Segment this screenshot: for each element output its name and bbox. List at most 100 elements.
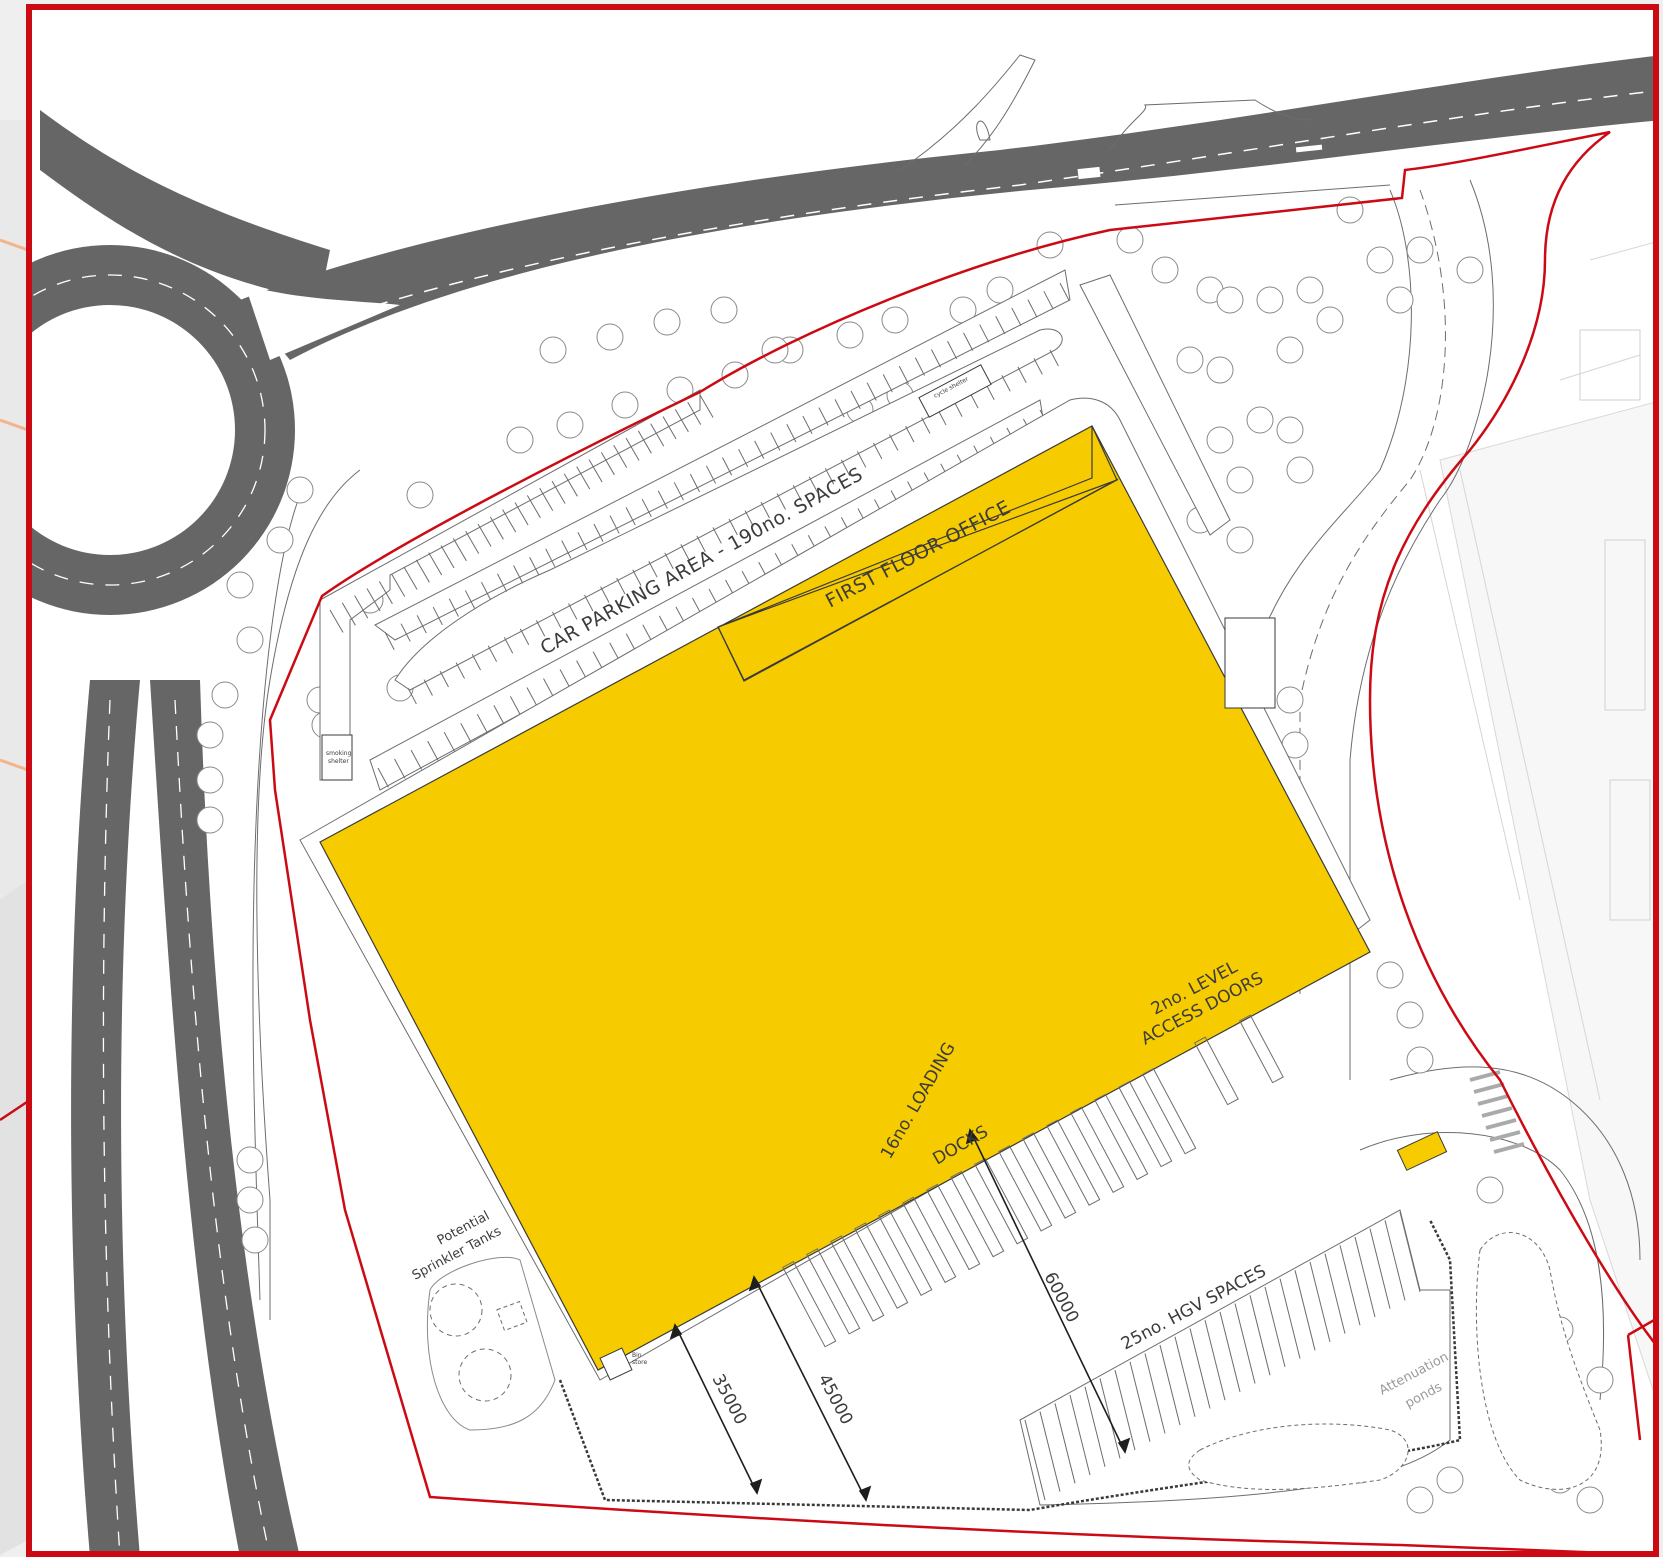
right-context-area [1439, 401, 1655, 1398]
parking-bay-line [377, 767, 389, 788]
loading-docks [782, 1014, 1284, 1348]
parking-bay-line [786, 424, 797, 443]
parking-bay-line [526, 495, 541, 519]
tree [1216, 286, 1244, 314]
hgv-space-line [1339, 1245, 1361, 1326]
parking-bay-line [963, 332, 974, 351]
warehouse-building [319, 425, 1371, 1371]
parking-bay-line [776, 493, 786, 510]
parking-bay-line [834, 399, 845, 418]
sprinkler-tanks-area [426, 1256, 556, 1431]
parking-bay-line [509, 696, 522, 716]
loading-dock-bay [1118, 1080, 1173, 1168]
tree [556, 411, 584, 439]
hgv-space-line [1189, 1328, 1211, 1409]
parking-bay-line [818, 407, 829, 426]
parking-bay-line [563, 473, 578, 497]
hgv-space-line [1054, 1403, 1076, 1484]
hgv-space-line [1039, 1411, 1061, 1492]
parking-bay-line [423, 679, 433, 696]
parking-bay-line [403, 566, 418, 590]
hgv-space-line [1294, 1270, 1316, 1351]
hgv-space-line [1219, 1311, 1241, 1392]
hgv-space-line [1099, 1378, 1121, 1459]
parking-bay-line [889, 434, 899, 451]
parking-bay-line [514, 502, 529, 526]
tree [1456, 256, 1484, 284]
parking-bay-line [551, 480, 566, 504]
parking-bay-line [432, 606, 443, 626]
tree [539, 336, 567, 364]
cycle-shelter [918, 364, 992, 418]
tree [1286, 456, 1314, 484]
parking-bay-line [561, 540, 572, 559]
parking-bay-line [568, 603, 578, 620]
parking-bay-line [873, 442, 883, 460]
parking-bay-line [744, 510, 754, 527]
tree [1376, 961, 1404, 989]
parking-bay-line [476, 714, 489, 734]
tree [406, 481, 434, 509]
tree [1436, 1466, 1464, 1494]
parking-bay-line [625, 437, 640, 461]
parking-bay-line [384, 631, 395, 650]
tree [236, 1146, 264, 1174]
parking-bay-line [947, 340, 958, 360]
parking-bay-line [559, 669, 571, 690]
parking-bay-line [637, 430, 652, 454]
parking-bay-line [898, 365, 909, 385]
parking-bay-line [808, 476, 819, 493]
parking-bay-line [545, 548, 556, 567]
parking-bay-line [1059, 282, 1070, 301]
loading-dock-bay [1070, 1106, 1125, 1194]
parking-bay-line [427, 740, 439, 761]
loading-dock-bay [974, 1158, 1029, 1245]
tree [1256, 286, 1284, 314]
parking-bay-line [407, 687, 417, 705]
tree [211, 681, 239, 709]
parking-bay-line [674, 409, 689, 433]
parking-bay-line [609, 515, 620, 534]
tree [1406, 1486, 1434, 1514]
trees [196, 196, 1614, 1514]
parking-bay-line [576, 466, 591, 490]
parking-bay-line [866, 382, 877, 401]
parking-bay-line [856, 451, 867, 468]
level-access-door-bay [1239, 1014, 1284, 1084]
parking-bay-line [588, 459, 603, 483]
tree [266, 526, 294, 554]
parking-bay-line [487, 645, 498, 662]
parking-bay-line [455, 662, 465, 679]
tree [1476, 1176, 1504, 1204]
tree [1396, 1001, 1424, 1029]
parking-bay-line [493, 705, 505, 725]
parking-bay-line [440, 545, 455, 569]
parking-bay-line [452, 538, 467, 562]
hgv-space-line [1249, 1295, 1271, 1376]
parking-bay-line [738, 448, 749, 468]
parking-bay-line [480, 581, 492, 601]
tree [1206, 356, 1234, 384]
parking-bay-line [460, 723, 472, 743]
hgv-space-line [1369, 1228, 1391, 1309]
tree [236, 626, 264, 654]
loading-dock-bay [902, 1196, 957, 1284]
parking-bay-line [914, 357, 925, 376]
parking-bay-line [439, 670, 449, 688]
hgv-space-line [1024, 1419, 1046, 1501]
left-edge-context [0, 120, 30, 1555]
adjacent-boundary [0, 1098, 31, 1122]
bin-store [599, 1347, 633, 1381]
hgv-space-line [1144, 1353, 1166, 1434]
parking-bay-line [513, 565, 524, 584]
tree [1406, 1046, 1434, 1074]
hgv-space-line [1279, 1278, 1301, 1359]
parking-bay-line [641, 498, 652, 518]
parking-bay-line [995, 316, 1006, 335]
parking-bay-line [341, 602, 356, 626]
tree [196, 806, 224, 834]
parking-bay-line [650, 423, 665, 447]
parking-bay-line [552, 611, 562, 629]
tree [286, 476, 314, 504]
parking-bay-line [519, 628, 530, 646]
